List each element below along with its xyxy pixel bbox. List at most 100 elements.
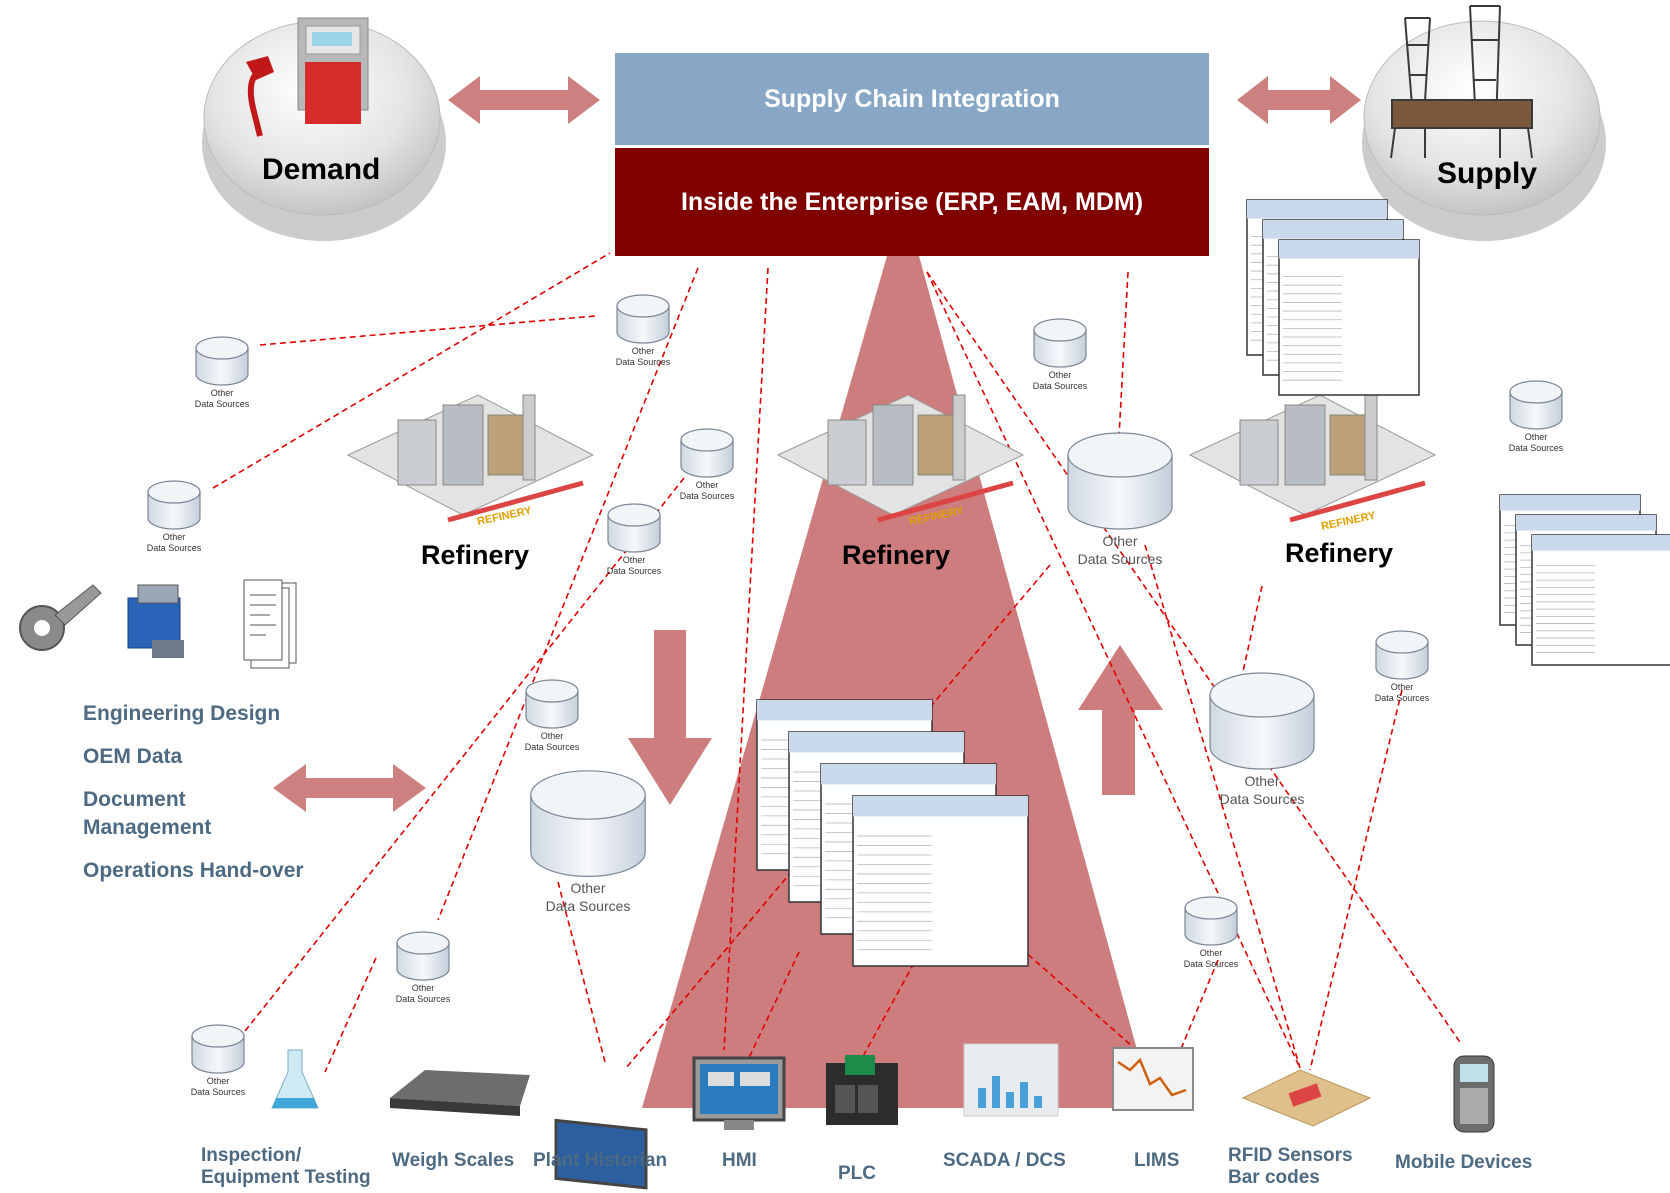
data-source-label-line: Data Sources [1508, 443, 1564, 453]
data-source-cylinder [616, 294, 670, 344]
data-source-label-line: Other [1102, 533, 1138, 549]
data-source-cylinders [147, 294, 1563, 1074]
oem-data-label: OEM Data [83, 745, 183, 768]
data-source-cylinder [1067, 432, 1173, 530]
data-source-cylinder [396, 931, 450, 981]
management-label: Management [83, 816, 212, 839]
data-source-label-line: Data Sources [1077, 551, 1163, 567]
data-source-label-line: Data Sources [146, 543, 202, 553]
engineering-design-label: Engineering Design [83, 702, 281, 725]
data-source-label-line: Other [411, 983, 435, 993]
device-label-plc: PLC [838, 1163, 876, 1184]
data-source-cylinder [1509, 380, 1563, 430]
data-source-label-line: Other [1244, 773, 1280, 789]
scada-chart-icon [963, 1043, 1059, 1117]
device-label-scada-dcs: SCADA / DCS [943, 1150, 1066, 1171]
gas-pump-icon [246, 17, 369, 137]
wrench-gear-icon [19, 584, 102, 651]
data-source-label-line: Data Sources [615, 357, 671, 367]
data-source-label-line: Data Sources [190, 1087, 246, 1097]
device-label-weigh-scales: Weigh Scales [392, 1150, 515, 1171]
engineering-sync-arrow [273, 764, 426, 812]
plc-box-icon [826, 1055, 898, 1125]
data-source-cylinder [525, 679, 579, 729]
rfid-tag-icon [1241, 1069, 1372, 1127]
lims-chart-icon [1112, 1047, 1194, 1111]
data-source-label-line: Data Sources [1032, 381, 1088, 391]
device-label-rfid: RFID Sensors Bar codes [1228, 1145, 1353, 1189]
spreadsheet-window [1531, 534, 1670, 666]
data-source-label-line: Data Sources [679, 491, 735, 501]
data-source-label-line: Other [622, 555, 646, 565]
data-source-label-line: Data Sources [1183, 959, 1239, 969]
up-arrow [1078, 645, 1163, 795]
document-label: Document [83, 788, 186, 811]
enterprise-label: Inside the Enterprise (ERP, EAM, MDM) [680, 187, 1144, 216]
historian-monitor-icon [554, 1096, 648, 1190]
document-icon [243, 579, 297, 669]
blue-machine-icon [127, 584, 184, 658]
spreadsheet-window [1278, 239, 1420, 396]
data-source-label-line: Data Sources [194, 399, 250, 409]
data-source-label-line: Data Sources [524, 742, 580, 752]
operations-handover-label: Operations Hand-over [83, 859, 304, 882]
data-source-cylinder [191, 1024, 245, 1074]
device-label-inspection: Inspection/ Equipment Testing [201, 1145, 371, 1189]
enterprise-band: Inside the Enterprise (ERP, EAM, MDM) [615, 148, 1209, 256]
data-source-label-line: Other [206, 1076, 230, 1086]
device-label-lims: LIMS [1134, 1150, 1180, 1171]
data-source-label-line: Data Sources [395, 994, 451, 1004]
device-label-line: Inspection/ [201, 1145, 302, 1166]
data-source-label-line: Data Sources [1374, 693, 1430, 703]
data-source-cylinder [1184, 896, 1238, 946]
oil-rig-icon [1390, 5, 1533, 159]
data-source-label-line: Other [570, 880, 606, 897]
device-label-plant-historian: Plant Historian [533, 1150, 668, 1171]
refinery-plant-1 [346, 394, 595, 523]
refinery-plant-3 [1188, 394, 1437, 523]
data-source-cylinder [607, 503, 661, 553]
supply-chain-integration-band: Supply Chain Integration [615, 53, 1209, 145]
connection-lines [212, 252, 1463, 1073]
refinery-label-3: Refinery [1285, 538, 1394, 568]
refinery-label-1: Refinery [421, 540, 530, 570]
data-source-label-line: Other [540, 731, 564, 741]
refinery-sign-3: REFINERY [1320, 510, 1377, 533]
data-source-label-line: Other [210, 388, 234, 398]
supply-label: Supply [1437, 157, 1538, 190]
data-source-cylinder [195, 336, 249, 386]
spreadsheet-stacks [756, 199, 1670, 967]
data-source-label-line: Other [1390, 682, 1414, 692]
data-source-cylinder [680, 428, 734, 478]
demand-label: Demand [262, 153, 381, 186]
data-source-label-line: Other [1048, 370, 1072, 380]
data-source-label-line: Data Sources [1219, 791, 1305, 807]
device-label-line: RFID Sensors [1228, 1145, 1353, 1166]
supply-sync-arrow [1237, 76, 1361, 124]
data-source-label-line: Data Sources [606, 566, 662, 576]
data-source-label-line: Other [631, 346, 655, 356]
data-source-cylinder [1375, 630, 1429, 680]
device-label-mobile: Mobile Devices [1395, 1152, 1533, 1173]
data-source-cylinder [1033, 318, 1087, 368]
supply-disc [1362, 20, 1606, 241]
refinery-label-2: Refinery [842, 540, 951, 570]
device-label-line: Bar codes [1228, 1167, 1320, 1188]
down-arrow [628, 630, 712, 805]
weigh-scale-icon [390, 1070, 530, 1116]
data-source-label-line: Data Sources [545, 898, 631, 915]
